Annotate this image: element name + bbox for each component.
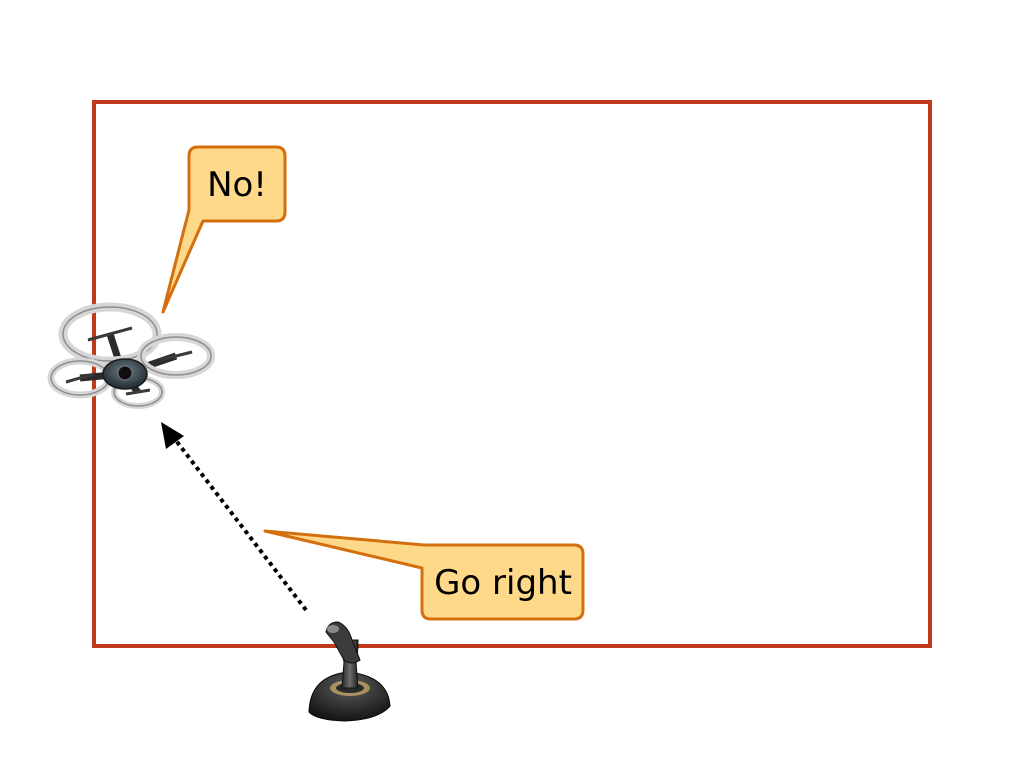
callout-no: No! <box>161 145 287 314</box>
callout-no-text: No! <box>207 165 267 205</box>
joystick-icon <box>308 621 391 722</box>
drone-icon <box>47 302 215 409</box>
callout-go-right: Go right <box>263 529 585 621</box>
signal-arrow <box>161 422 308 612</box>
callout-go-right-text: Go right <box>434 563 572 603</box>
